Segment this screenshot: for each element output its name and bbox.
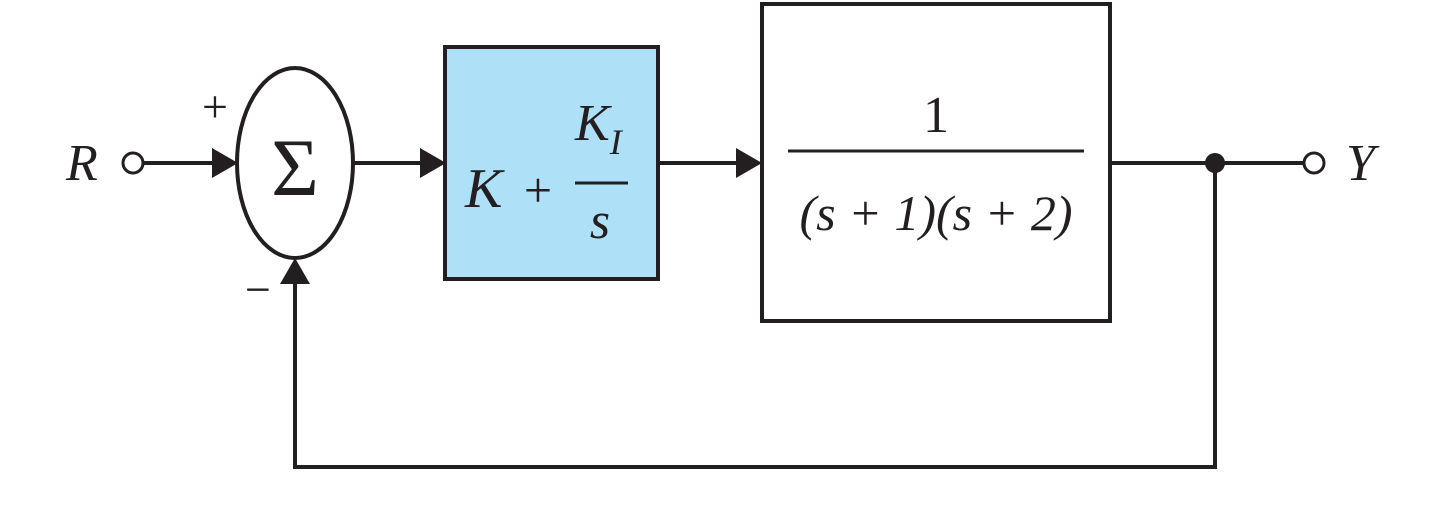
controller-box bbox=[443, 45, 660, 281]
summing-junction: Σ bbox=[235, 66, 355, 260]
plant-denominator: (s + 1)(s + 2) bbox=[800, 185, 1073, 241]
plant-box bbox=[760, 2, 1112, 323]
input-terminal bbox=[121, 151, 145, 175]
controller-k-term: K bbox=[464, 158, 505, 220]
feedback-arrowhead bbox=[280, 258, 310, 284]
controller-denominator: s bbox=[590, 193, 610, 250]
sigma-symbol: Σ bbox=[271, 122, 319, 213]
plant-numerator: 1 bbox=[923, 87, 949, 144]
plus-sign: + bbox=[202, 81, 228, 132]
controller-block: K + KI s bbox=[443, 45, 660, 281]
error-arrowhead bbox=[420, 148, 446, 178]
control-arrowhead bbox=[736, 148, 762, 178]
minus-sign: − bbox=[245, 264, 271, 315]
controller-ki-main: K bbox=[574, 95, 612, 152]
feedback-path-line bbox=[293, 163, 1217, 469]
output-terminal bbox=[1302, 151, 1326, 175]
output-label: Y bbox=[1346, 135, 1380, 192]
controller-ki-term: KI bbox=[574, 95, 624, 162]
controller-plus: + bbox=[524, 162, 552, 218]
plant-block: 1 (s + 1)(s + 2) bbox=[760, 2, 1112, 323]
input-arrowhead bbox=[212, 148, 238, 178]
input-label: R bbox=[65, 135, 98, 192]
controller-ki-subscript: I bbox=[609, 122, 624, 162]
